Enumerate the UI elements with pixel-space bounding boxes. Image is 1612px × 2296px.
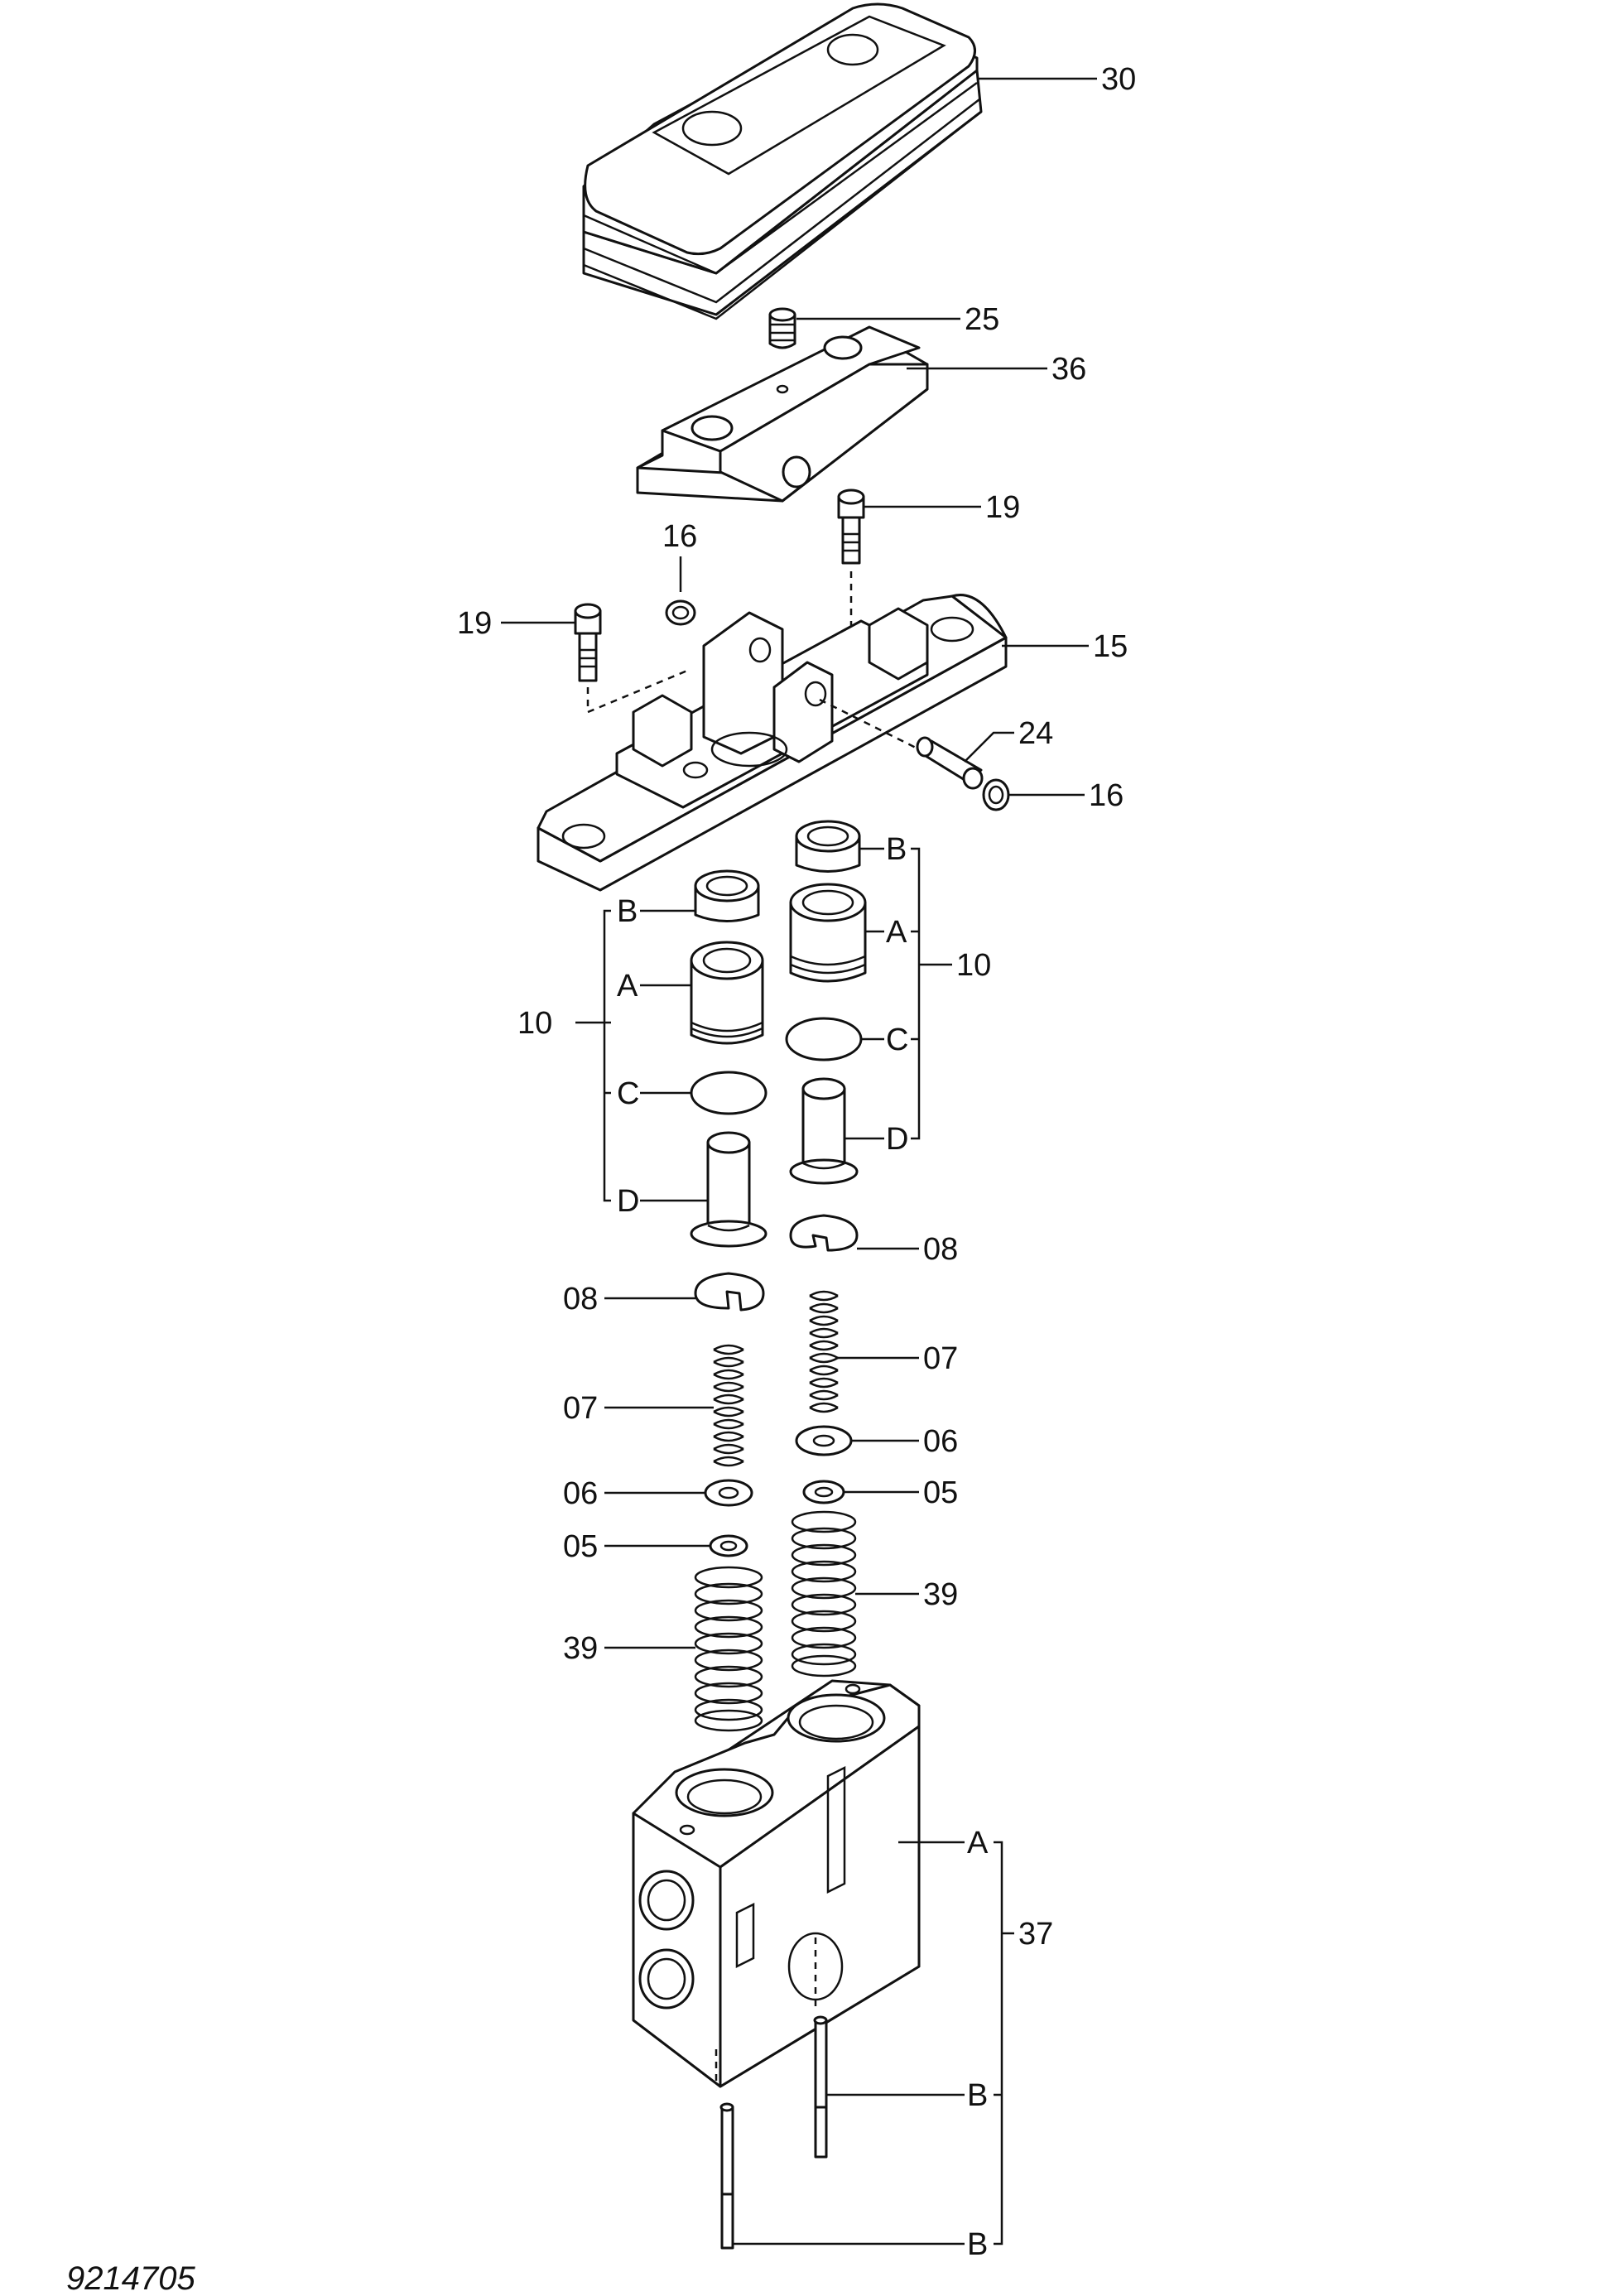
label-07-right: 07 [923, 1341, 958, 1376]
part-19-bolt-left [574, 603, 602, 682]
part-24-pin [916, 736, 984, 790]
part-06-washer-left [704, 1479, 753, 1507]
label-10b-right: B [886, 832, 907, 867]
part-37b-pin-lower [719, 2102, 734, 2250]
part-37-valve-body [632, 1679, 921, 2088]
part-16-oring-right [982, 778, 1010, 811]
bracket-10-left [575, 909, 611, 1202]
part-10a-sleeve-right [789, 883, 867, 983]
label-19-left: 19 [457, 606, 492, 641]
part-15-plate [537, 594, 1008, 892]
label-05-left: 05 [563, 1529, 598, 1564]
part-08-washer-right [789, 1214, 859, 1252]
label-36: 36 [1051, 352, 1086, 387]
label-30: 30 [1101, 62, 1136, 97]
label-10a-left: A [617, 969, 638, 1004]
label-08-right: 08 [923, 1232, 958, 1267]
label-07-left: 07 [563, 1391, 598, 1426]
label-37b-lower: B [967, 2227, 988, 2262]
label-10d-right: D [886, 1122, 908, 1157]
label-24: 24 [1018, 716, 1053, 751]
part-39-spring-right [791, 1510, 857, 1677]
part-07-spring-right [809, 1290, 839, 1413]
label-08-left: 08 [563, 1282, 598, 1316]
label-06-right: 06 [923, 1424, 958, 1459]
label-06-left: 06 [563, 1476, 598, 1511]
label-10c-left: C [617, 1076, 639, 1111]
label-10a-right: A [886, 915, 907, 950]
part-05-washer-right [802, 1480, 845, 1504]
part-10c-ring-left [690, 1071, 768, 1115]
part-05-washer-left [709, 1534, 748, 1557]
label-19-right: 19 [985, 490, 1020, 525]
part-10a-sleeve-left [690, 941, 764, 1045]
label-10-left: 10 [517, 1006, 552, 1041]
label-10d-left: D [617, 1184, 639, 1219]
part-39-spring-left [694, 1566, 763, 1732]
part-36-holder [636, 325, 929, 503]
axis-24 [819, 698, 920, 751]
part-19-bolt-right [837, 489, 865, 565]
label-16-right: 16 [1089, 778, 1124, 813]
part-10d-plunger-right [789, 1077, 859, 1185]
document-number: 9214705 [66, 2260, 195, 2296]
label-16-top: 16 [662, 519, 697, 554]
part-07-spring-left [713, 1344, 744, 1467]
label-37b-upper: B [967, 2078, 988, 2113]
bracket-37 [994, 1841, 1014, 2245]
part-25-set-screw [768, 307, 796, 349]
label-25: 25 [965, 302, 999, 337]
part-30-boot [582, 2, 983, 320]
part-37b-pin-upper [813, 2015, 828, 2159]
label-37a: A [967, 1826, 989, 1860]
label-39-right: 39 [923, 1577, 958, 1612]
part-10d-plunger-left [690, 1131, 768, 1248]
leader-24 [964, 731, 1014, 763]
part-10b-cap-left [694, 869, 760, 922]
axis-19-left [586, 669, 688, 714]
part-06-washer-right [795, 1425, 853, 1456]
label-37: 37 [1018, 1917, 1053, 1952]
part-10c-ring-right [785, 1017, 863, 1061]
label-05-right: 05 [923, 1475, 958, 1510]
bracket-10-right [911, 847, 952, 1140]
part-10b-cap-right [795, 820, 861, 873]
label-10-right: 10 [956, 948, 991, 983]
label-39-left: 39 [563, 1631, 598, 1666]
label-10c-right: C [886, 1023, 908, 1057]
label-10b-left: B [617, 894, 638, 929]
part-16-oring-top [665, 599, 696, 626]
part-08-washer-left [694, 1272, 765, 1312]
label-15: 15 [1093, 629, 1128, 664]
